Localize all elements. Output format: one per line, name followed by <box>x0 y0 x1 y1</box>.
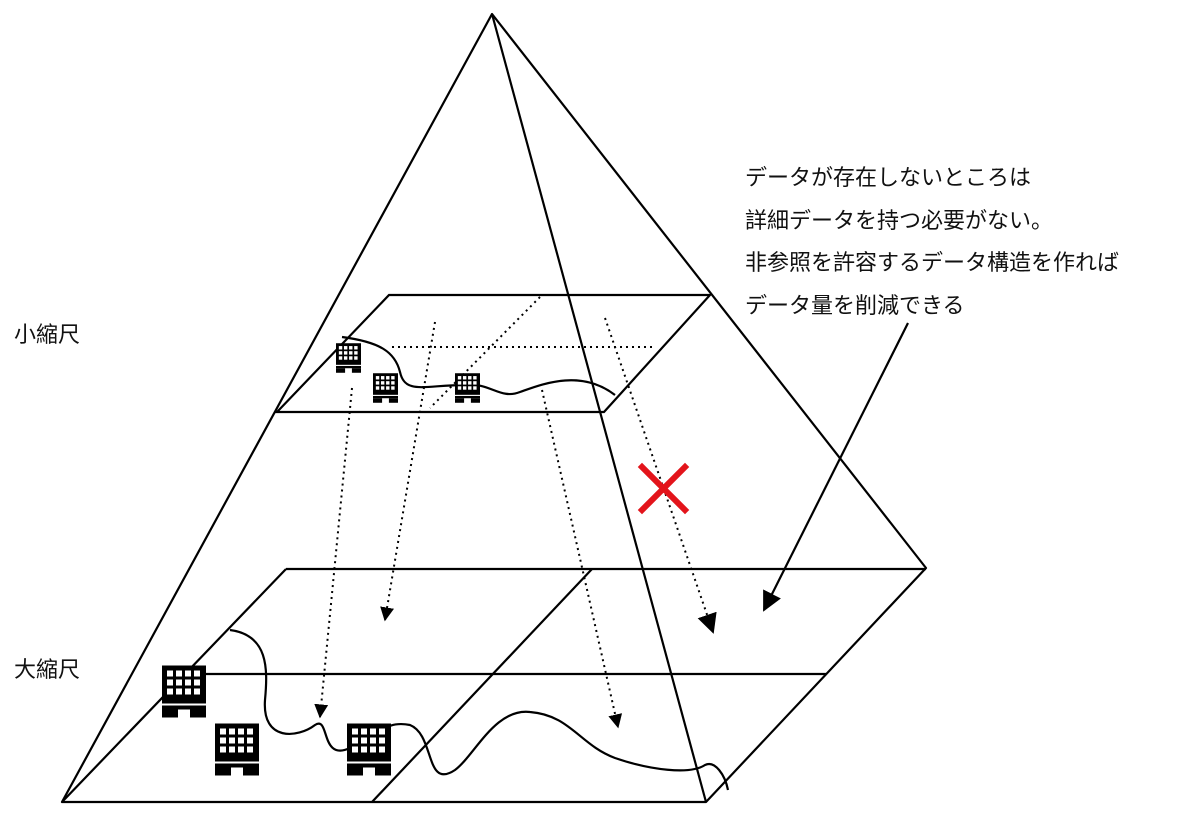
building-icon <box>336 343 361 373</box>
pyramid-front-edge <box>490 13 708 803</box>
small-plane-outline <box>274 293 713 414</box>
small-scale-label: 小縮尺 <box>14 323 81 348</box>
building-icon <box>373 373 398 403</box>
large-plane-route <box>229 628 730 791</box>
reference-arrow-1 <box>380 321 436 622</box>
building-icon <box>347 723 391 776</box>
reference-arrow-3-upper <box>429 296 541 409</box>
building-icon <box>215 723 259 776</box>
cross-mark-icon <box>637 462 690 515</box>
building-icon <box>455 373 480 403</box>
note-line-1: データが存在しないところは <box>745 166 1032 191</box>
small-scale-plane <box>274 293 713 414</box>
pyramid-outline <box>60 12 928 804</box>
note-line-2: 詳細データを持つ必要がない。 <box>745 208 1054 234</box>
note-line-4: データ量を削減できる <box>745 293 965 319</box>
reference-arrow-2 <box>314 387 353 719</box>
reference-arrow-4 <box>604 317 717 634</box>
explanation-note: データが存在しないところは 詳細データを持つ必要がない。 非参照を許容するデータ… <box>745 158 1119 328</box>
large-scale-label: 大縮尺 <box>14 658 81 683</box>
note-pointer-arrow <box>763 322 909 612</box>
building-icon <box>162 665 206 718</box>
large-plane-divider-diagonal <box>371 568 593 803</box>
note-line-3: 非参照を許容するデータ構造を作れば <box>745 251 1120 276</box>
reference-arrow-3-lower <box>541 389 623 729</box>
reference-arrows <box>314 296 717 729</box>
